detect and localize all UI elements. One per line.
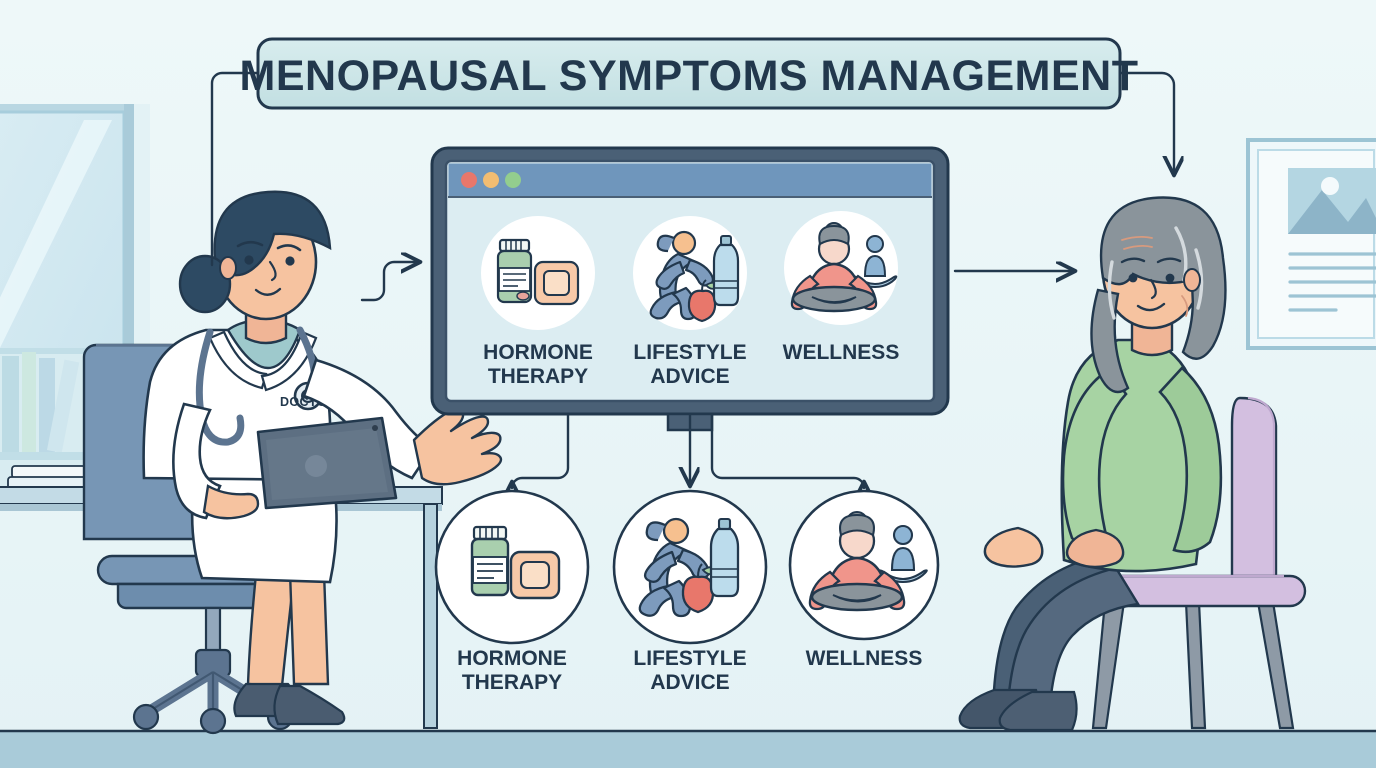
option-label-line1: HORMONE [457, 647, 567, 670]
patient [958, 196, 1227, 732]
patient-chair [1077, 396, 1307, 730]
option-label-line2: ADVICE [650, 671, 729, 694]
screen-option-hormone-therapy[interactable]: HORMONE THERAPY [481, 216, 595, 388]
option-lifestyle-advice[interactable]: LIFESTYLE ADVICE [612, 489, 768, 694]
title-banner: MENOPAUSAL SYMPTOMS MANAGEMENT [240, 37, 1139, 110]
screen-option-label-line1: HORMONE [483, 341, 593, 364]
screen-option-lifestyle-advice[interactable]: LIFESTYLE ADVICE [633, 216, 747, 388]
close-dot[interactable] [461, 172, 477, 188]
option-wellness[interactable]: WELLNESS [788, 489, 940, 670]
screen-option-label-line2: THERAPY [488, 365, 588, 388]
arrow-doctor-to-screen [360, 262, 418, 302]
arrow-to-option-wellness [710, 412, 864, 488]
screen-option-label-line2: ADVICE [650, 365, 729, 388]
tablet [256, 416, 398, 510]
meditation-lotus-icon [808, 510, 928, 612]
runner-apple-bottle-icon [649, 230, 740, 323]
option-label-line2: THERAPY [462, 671, 562, 694]
page-title: MENOPAUSAL SYMPTOMS MANAGEMENT [240, 52, 1139, 100]
presentation-screen[interactable]: HORMONE THERAPY [430, 146, 950, 432]
arrow-to-option-hormone-therapy [512, 412, 570, 488]
minimize-dot[interactable] [483, 172, 499, 188]
runner-apple-bottle-icon [638, 517, 740, 618]
pill-bottle-patch-icon [470, 525, 561, 600]
screen-option-wellness[interactable]: WELLNESS [783, 211, 900, 364]
option-hormone-therapy[interactable]: HORMONE THERAPY [434, 489, 590, 694]
doctor: DOCTOR [142, 190, 503, 726]
floor [0, 729, 1376, 768]
maximize-dot[interactable] [505, 172, 521, 188]
screen-option-label-line1: WELLNESS [783, 341, 900, 364]
connector-title-to-doctor [210, 71, 262, 267]
screen-option-label-line1: LIFESTYLE [633, 341, 746, 364]
option-label-line1: LIFESTYLE [633, 647, 746, 670]
connector-title-to-patient [1116, 71, 1174, 173]
wall-poster [1246, 138, 1376, 350]
pill-bottle-patch-icon [496, 238, 580, 306]
meditation-lotus-icon [790, 222, 898, 313]
option-label-line1: WELLNESS [806, 647, 923, 670]
